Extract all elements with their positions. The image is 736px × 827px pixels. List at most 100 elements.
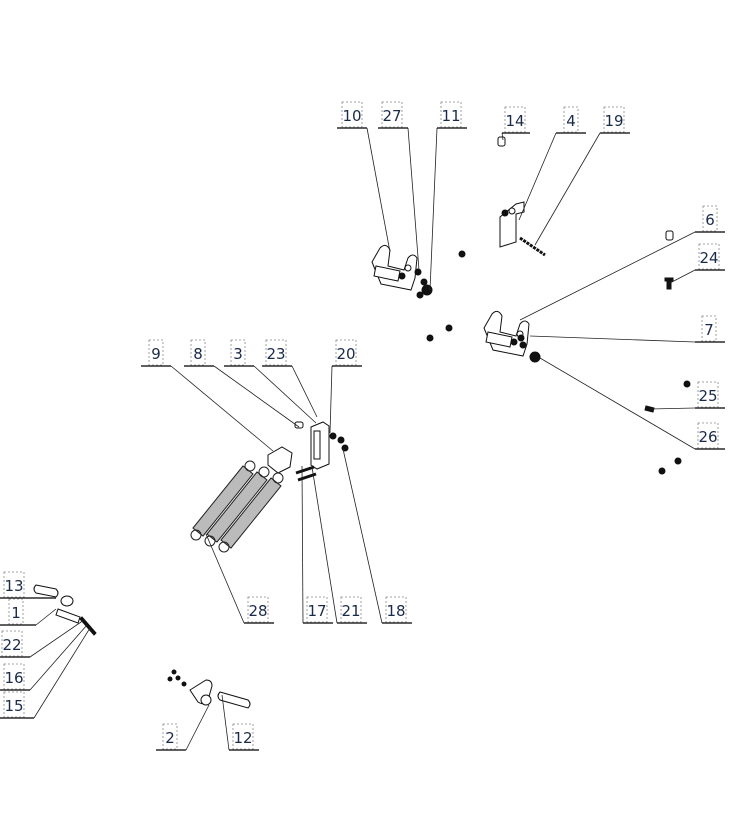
callout-13: 13 xyxy=(0,571,56,599)
callout-box xyxy=(1,630,23,657)
callout-3: 3 xyxy=(224,339,317,424)
callout-number: 1 xyxy=(11,604,21,622)
callout-number: 8 xyxy=(193,345,203,363)
parts-group xyxy=(33,136,691,709)
leader-line xyxy=(529,335,696,343)
nut xyxy=(445,324,453,332)
nut xyxy=(420,278,428,286)
callout-number: 21 xyxy=(341,602,360,620)
leader-line xyxy=(253,365,317,424)
callout-12: 12 xyxy=(221,694,259,751)
callout-19: 19 xyxy=(534,106,630,246)
callout-box xyxy=(148,339,164,366)
leader-line xyxy=(33,627,91,719)
spring-clip xyxy=(529,351,541,363)
callout-10: 10 xyxy=(337,101,391,253)
pivot-assembly xyxy=(33,584,97,636)
callout-1: 1 xyxy=(0,598,57,626)
callout-number: 3 xyxy=(233,345,243,363)
nut xyxy=(674,457,682,465)
callout-11: 11 xyxy=(429,101,467,291)
callout-number: 27 xyxy=(382,107,401,125)
callout-18: 18 xyxy=(342,448,412,624)
callout-number: 26 xyxy=(698,428,717,446)
callout-22: 22 xyxy=(0,619,85,658)
callout-number: 15 xyxy=(4,697,23,715)
callout-box xyxy=(3,691,25,718)
callout-number: 16 xyxy=(4,669,23,687)
callout-box xyxy=(340,596,362,623)
leader-line xyxy=(366,127,391,253)
leader-line xyxy=(669,269,696,284)
callout-number: 20 xyxy=(336,345,355,363)
callout-8: 8 xyxy=(184,339,300,428)
plug xyxy=(497,136,506,147)
callout-15: 15 xyxy=(0,627,91,719)
callout-16: 16 xyxy=(0,624,88,691)
callout-box xyxy=(697,422,719,449)
callout-box xyxy=(341,101,363,128)
leader-line xyxy=(311,466,338,624)
leader-line xyxy=(518,132,557,221)
callout-box xyxy=(701,315,717,342)
leader-line xyxy=(519,231,696,321)
callout-number: 14 xyxy=(505,112,524,130)
callout-box xyxy=(3,663,25,690)
callout-number: 10 xyxy=(342,107,361,125)
bolt xyxy=(644,405,655,413)
hinge-bracket-upper xyxy=(371,244,418,291)
callout-number: 11 xyxy=(441,107,460,125)
leader-line xyxy=(342,448,383,624)
callout-6: 6 xyxy=(519,205,725,321)
leader-line xyxy=(539,357,696,450)
leader-line xyxy=(213,365,300,428)
callout-number: 2 xyxy=(165,729,175,747)
lower-pivot-assembly xyxy=(167,669,251,709)
nut xyxy=(517,334,525,342)
callout-number: 22 xyxy=(2,636,21,654)
callout-number: 18 xyxy=(386,602,405,620)
leader-line xyxy=(501,132,504,141)
callout-box xyxy=(265,339,287,366)
callout-box xyxy=(232,723,254,750)
callout-box xyxy=(381,101,403,128)
leader-line xyxy=(35,608,57,626)
nut xyxy=(416,291,424,299)
leader-line xyxy=(221,694,230,751)
callout-number: 17 xyxy=(307,602,326,620)
callout-26: 26 xyxy=(539,357,725,450)
nut xyxy=(329,432,337,440)
callout-17: 17 xyxy=(301,465,333,624)
callout-box xyxy=(306,596,328,623)
callout-box xyxy=(385,596,407,623)
callout-number: 19 xyxy=(604,112,623,130)
leader-line xyxy=(205,533,245,624)
callout-box xyxy=(504,106,526,133)
callout-number: 13 xyxy=(4,577,23,595)
callout-23: 23 xyxy=(262,339,318,418)
callout-box xyxy=(190,339,206,366)
callout-9: 9 xyxy=(141,339,274,452)
callout-21: 21 xyxy=(311,466,367,624)
callout-number: 25 xyxy=(698,387,717,405)
hinge-bracket-right xyxy=(483,310,530,357)
leader-line xyxy=(407,127,420,271)
callout-2: 2 xyxy=(156,704,210,751)
callout-number: 6 xyxy=(705,211,715,229)
leader-line xyxy=(291,365,318,418)
leader-line xyxy=(329,365,333,434)
callout-number: 23 xyxy=(266,345,285,363)
callout-box xyxy=(247,596,269,623)
tension-springs xyxy=(190,460,284,553)
nut xyxy=(337,436,345,444)
leader-line xyxy=(29,624,88,691)
leader-line xyxy=(29,619,85,658)
callout-20: 20 xyxy=(329,339,362,434)
callout-box xyxy=(230,339,246,366)
leader-line xyxy=(301,465,304,624)
callout-25: 25 xyxy=(649,381,725,410)
callout-number: 9 xyxy=(151,345,161,363)
callout-box xyxy=(440,101,462,128)
nut xyxy=(426,334,434,342)
